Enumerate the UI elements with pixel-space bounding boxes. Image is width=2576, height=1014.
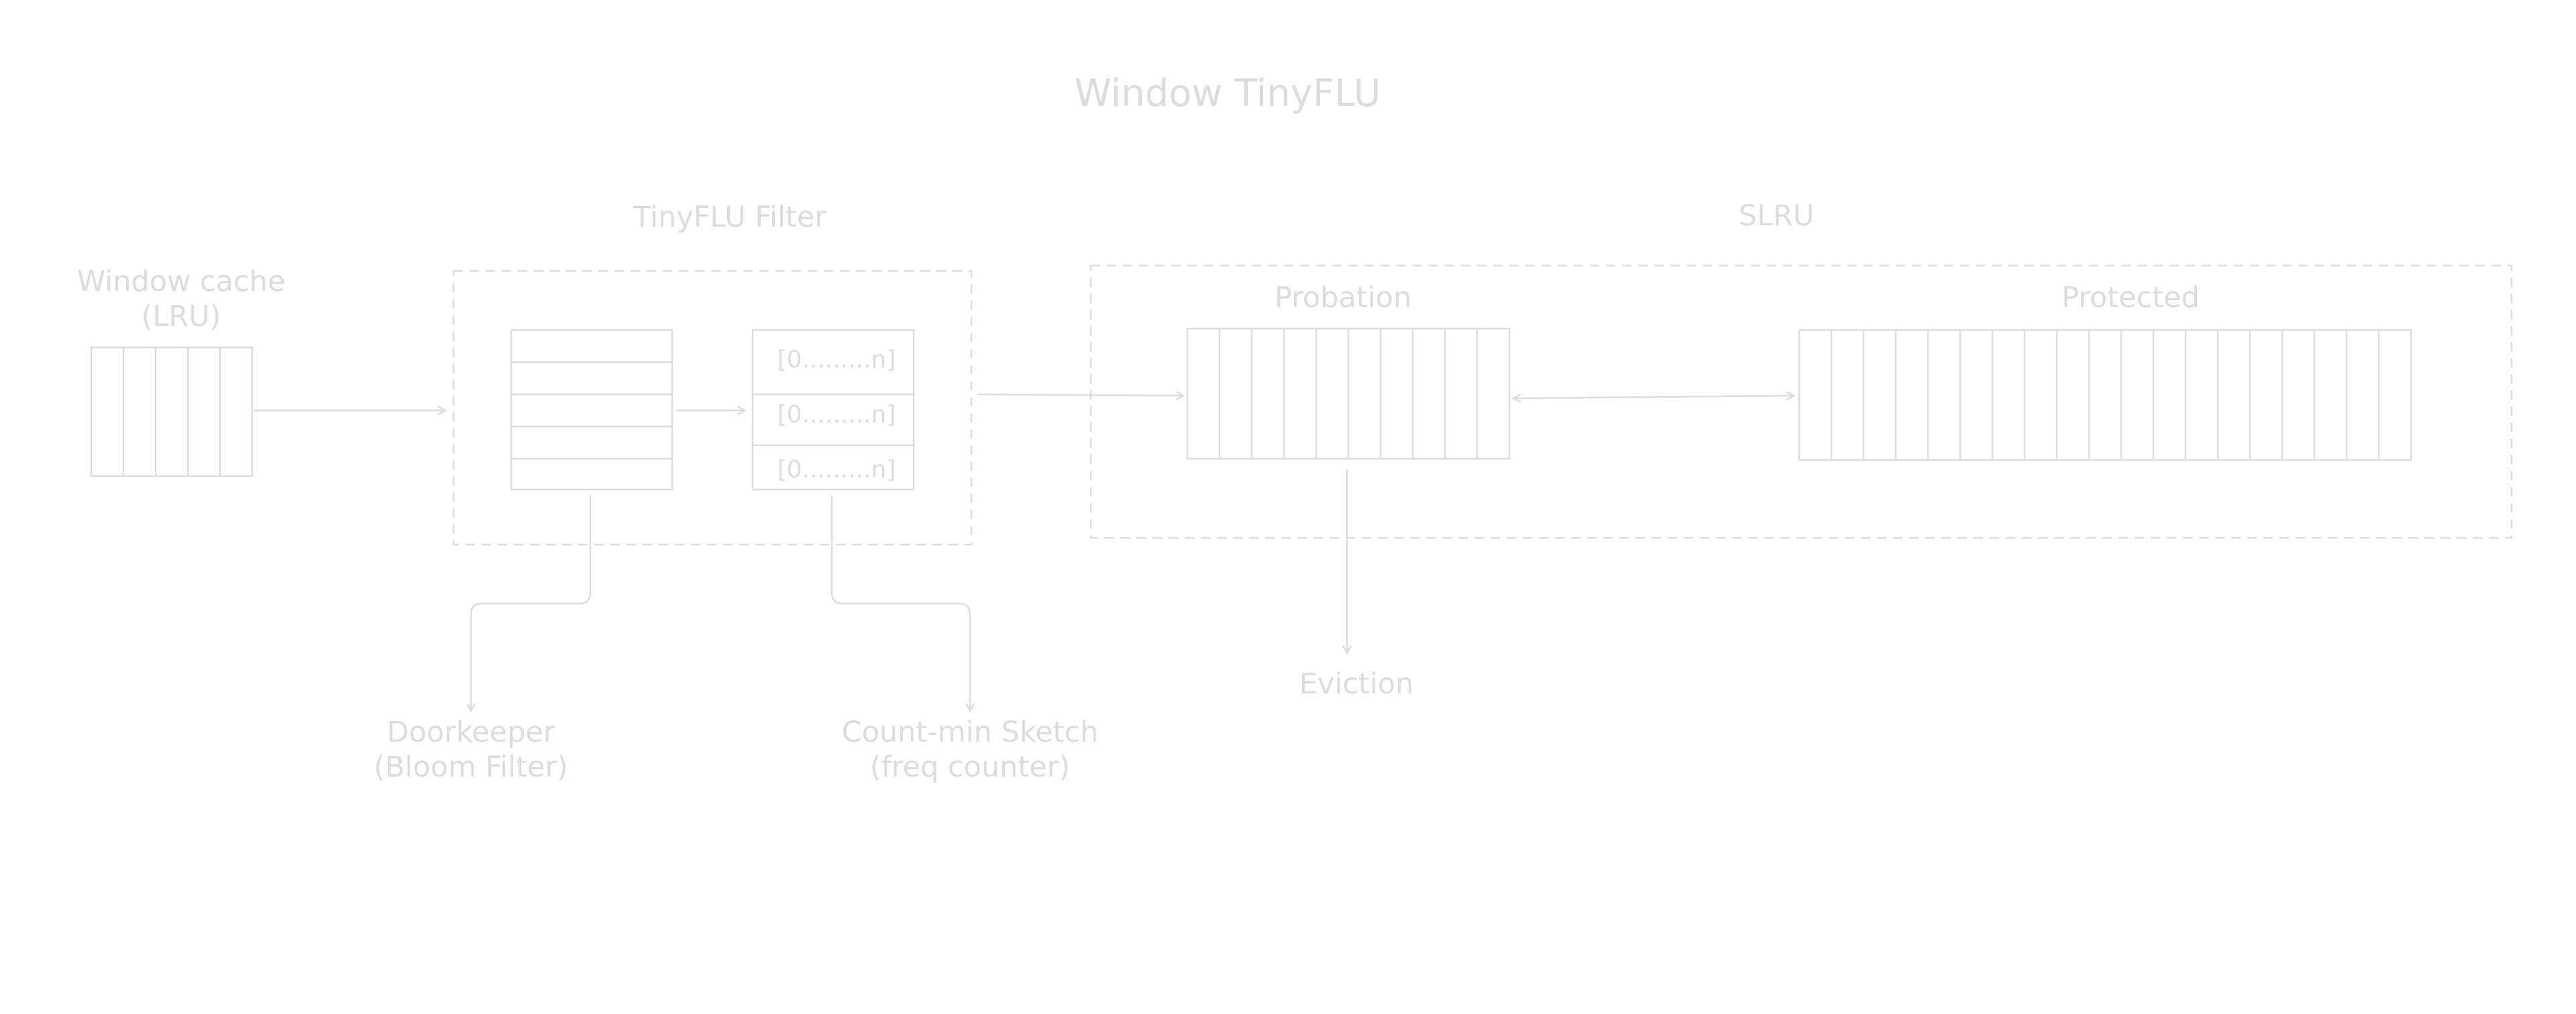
protected-segment — [1798, 329, 2412, 461]
count-min-sublabel: (freq counter) — [870, 750, 1070, 784]
arrow-probation-protected — [1513, 396, 1794, 398]
arrow-filter-to-probation — [976, 394, 1183, 396]
doorkeeper-sublabel: (Bloom Filter) — [374, 750, 568, 784]
counter-row-2: [0.........n] — [777, 401, 896, 429]
doorkeeper-label: Doorkeeper — [386, 716, 555, 749]
window-cache-box — [90, 346, 254, 477]
arrow-bloom-to-doorkeeper — [471, 495, 592, 711]
diagram-title: Window TinyFLU — [1075, 72, 1381, 115]
protected-label: Protected — [2061, 281, 2200, 315]
counter-row-3: [0.........n] — [777, 456, 896, 484]
eviction-label: Eviction — [1299, 667, 1414, 701]
window-cache-label: Window cache — [77, 265, 286, 298]
probation-label: Probation — [1275, 281, 1411, 315]
probation-segment — [1186, 327, 1511, 460]
filter-container — [452, 270, 973, 546]
arrow-sketch-to-countmin — [830, 495, 970, 711]
slru-container — [1089, 264, 2513, 539]
counter-row-1: [0.........n] — [777, 346, 896, 374]
filter-label: TinyFLU Filter — [633, 201, 826, 234]
slru-label: SLRU — [1739, 199, 1815, 233]
bloom-filter-box — [510, 329, 674, 491]
count-min-label: Count-min Sketch — [842, 716, 1099, 749]
count-min-sketch-box — [751, 329, 915, 491]
window-cache-sublabel: (LRU) — [142, 300, 221, 333]
